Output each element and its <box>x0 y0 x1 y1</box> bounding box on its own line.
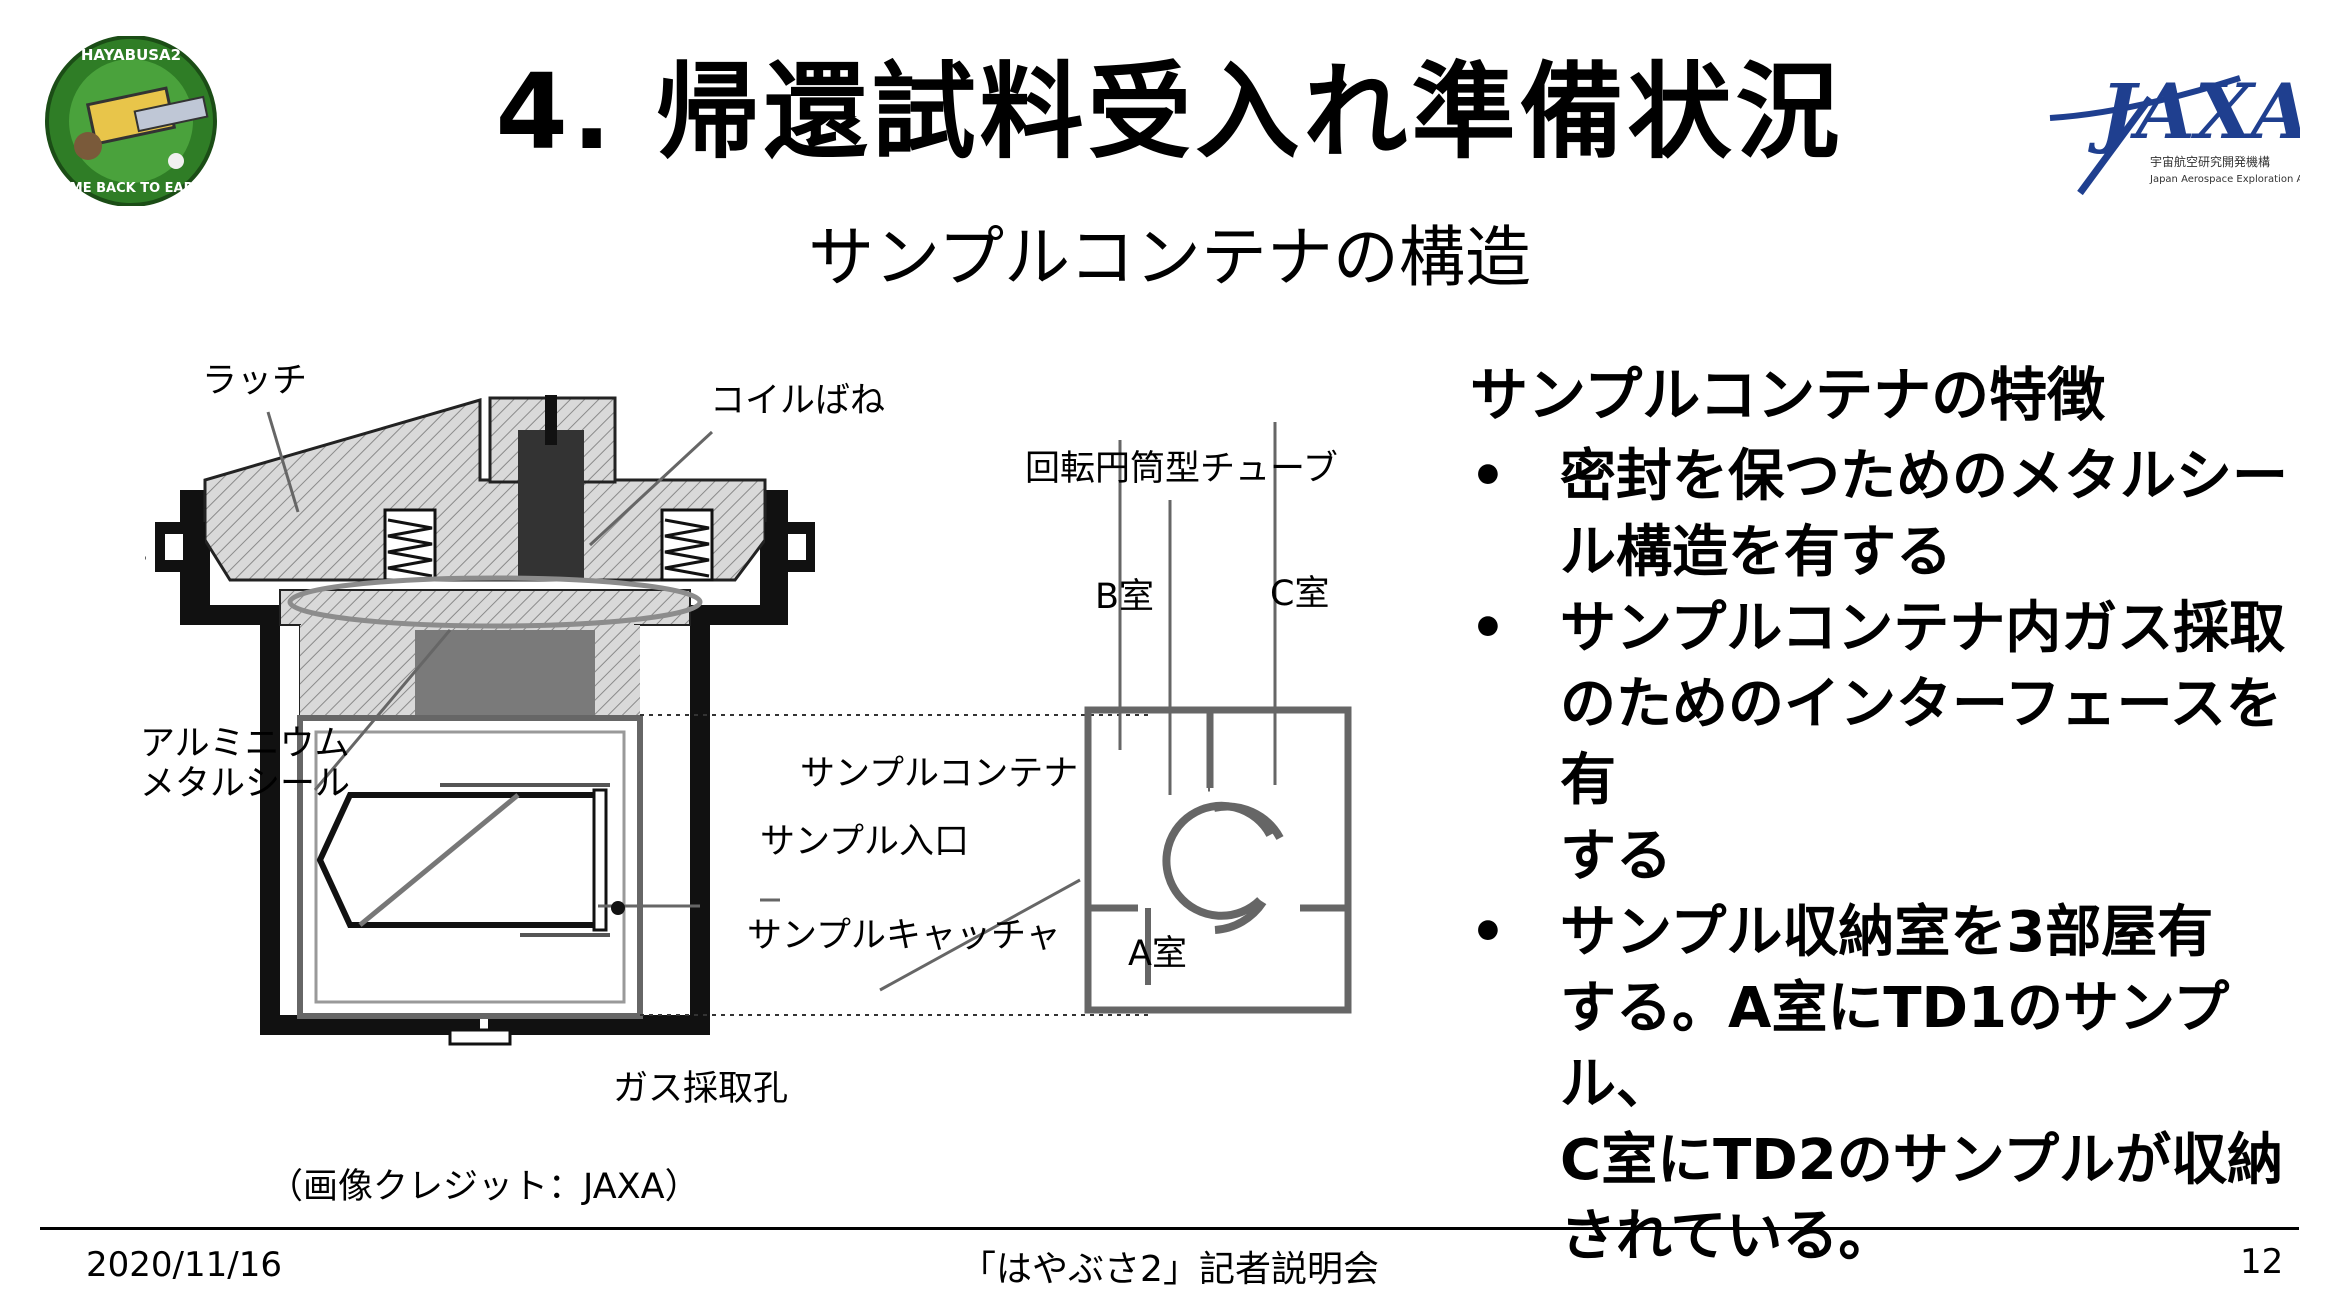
hayabusa2-patch-graphic: HAYABUSA2 COME BACK TO EARTH <box>45 35 217 207</box>
feature-text-line: する <box>1560 824 1672 889</box>
feature-item: • サンプル収納室を3部屋有 する。A室にTD1のサンプル、 C室にTD2のサン… <box>1470 895 2290 1275</box>
page-subtitle: サンプルコンテナの構造 <box>808 219 1531 296</box>
label-gas-port: ガス採取孔 <box>613 1069 788 1109</box>
label-room-b: B室 <box>1095 577 1154 617</box>
label-al-seal-2: メタルシール <box>140 764 350 804</box>
jaxa-subtitle-en: Japan Aerospace Exploration Agency <box>2149 174 2300 185</box>
svg-text:COME BACK TO EARTH: COME BACK TO EARTH <box>49 181 213 196</box>
rotating-tube-ring <box>1162 801 1274 920</box>
svg-text:HAYABUSA2: HAYABUSA2 <box>81 46 181 64</box>
image-credit: （画像クレジット：JAXA） <box>268 1167 700 1207</box>
gas-port-notch <box>448 1028 512 1046</box>
hayabusa2-logo: HAYABUSA2 COME BACK TO EARTH <box>36 35 226 207</box>
label-sample-inlet: サンプル入口 <box>760 822 969 862</box>
features-heading: サンプルコンテナの特徴 <box>1470 361 2106 429</box>
bullet-icon: • <box>1470 596 1506 661</box>
label-al-seal-1: アルミニウム <box>140 724 350 764</box>
jaxa-subtitle-ja: 宇宙航空研究開発機構 <box>2150 154 2270 169</box>
feature-text-line: C室にTD2のサンプルが収納 <box>1560 1128 2284 1193</box>
page-title: 4. 帰還試料受入れ準備状況 <box>495 51 1844 173</box>
container-cross-section: ラッチ コイルばね 回転円筒型チューブ B室 C室 A室 アルミニウム メタルシ… <box>140 361 1352 1109</box>
feature-item: • サンプルコンテナ内ガス採取 のためのインターフェースを有 する <box>1470 591 2290 895</box>
aluminium-metal-seal <box>287 575 703 629</box>
feature-text-line: 密封を保つためのメタルシー <box>1560 444 2288 509</box>
label-room-a: A室 <box>1128 934 1187 974</box>
jaxa-logo: JAXA 宇宙航空研究開発機構 Japan Aerospace Explorat… <box>2040 58 2334 198</box>
sample-container-diagram: ラッチ コイルばね 回転円筒型チューブ B室 C室 A室 アルミニウム メタルシ… <box>120 340 1400 1120</box>
feature-text-line: サンプル収納室を3部屋有 <box>1560 900 2214 965</box>
coil-spring-left <box>383 508 437 582</box>
label-latch: ラッチ <box>202 361 307 401</box>
feature-item: • 密封を保つためのメタルシー ル構造を有する <box>1470 439 2290 591</box>
footer-divider <box>40 1227 2299 1230</box>
label-rotating-tube: 回転円筒型チューブ <box>1025 449 1338 489</box>
feature-text-line: する。A室にTD1のサンプル、 <box>1560 976 2230 1117</box>
jaxa-wordmark: JAXA <box>2088 67 2300 156</box>
footer-event-name: 「はやぶさ2」記者説明会 <box>960 1249 1379 1290</box>
jaxa-logo-graphic: JAXA 宇宙航空研究開発機構 Japan Aerospace Explorat… <box>2049 67 2334 196</box>
label-sample-container: サンプルコンテナ <box>800 754 1078 794</box>
features-panel: サンプルコンテナの特徴 • 密封を保つためのメタルシー ル構造を有する • サン… <box>1470 355 2290 1275</box>
feature-text-line: ル構造を有する <box>1560 520 1952 585</box>
rotating-tube-cross-section <box>1084 706 1352 1014</box>
bullet-icon: • <box>1470 444 1506 509</box>
feature-text-line: サンプルコンテナ内ガス採取 <box>1560 596 2286 661</box>
coil-spring-right <box>660 508 714 582</box>
footer-date: 2020/11/16 <box>86 1245 282 1285</box>
label-coil-spring: コイルばね <box>710 381 885 421</box>
feature-text-line: されている。 <box>1560 1204 1895 1269</box>
central-shaft <box>518 430 584 580</box>
page-number: 12 <box>2240 1242 2284 1282</box>
feature-text-line: のためのインターフェースを有 <box>1560 672 2282 813</box>
sample-catcher-shape <box>316 783 610 937</box>
label-sample-catcher: サンプルキャッチャ <box>747 916 1061 956</box>
label-room-c: C室 <box>1270 574 1329 614</box>
bullet-icon: • <box>1470 900 1506 965</box>
